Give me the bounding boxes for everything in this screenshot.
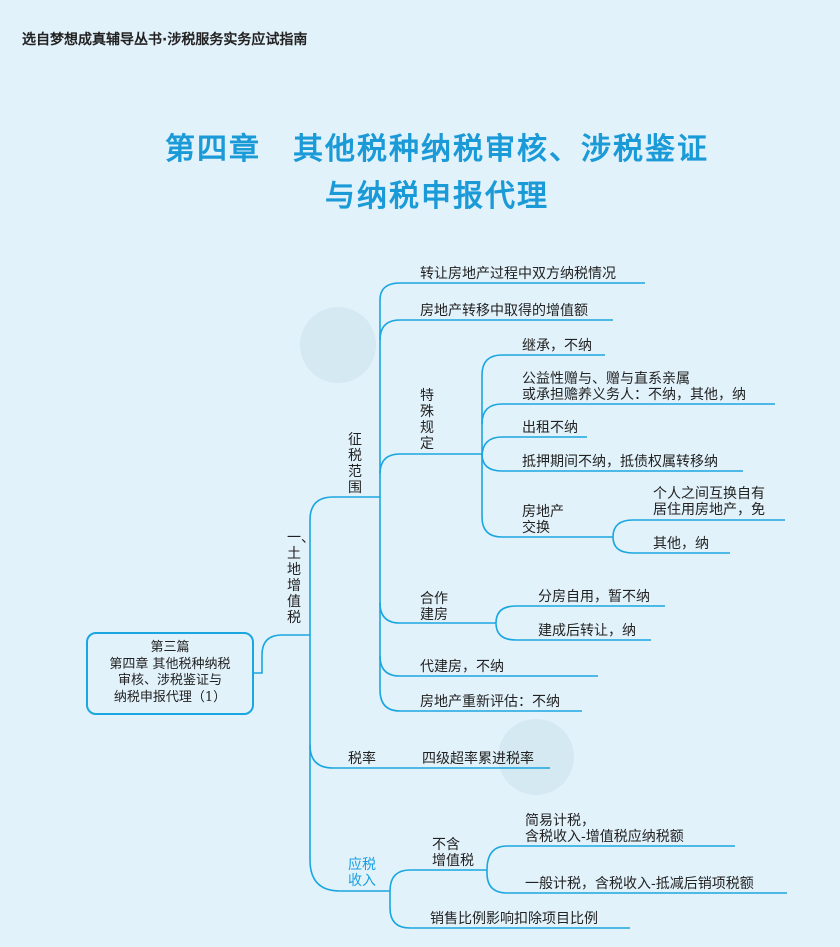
leaf: 销售比例影响扣除项目比例 (430, 911, 598, 927)
leaf: 房地产重新评估：不纳 (420, 694, 560, 710)
leaf: 含税收入-增值税应纳税额 (525, 829, 684, 845)
root-line: 第四章 其他税种纳税 (109, 656, 231, 672)
leaf: 转让房地产过程中双方纳税情况 (420, 266, 616, 282)
node-exchange: 房地产 (522, 504, 564, 520)
watermark-logo-icon (300, 307, 376, 383)
chapter-title-line1: 第四章 其他税种纳税审核、涉税鉴证 (165, 132, 709, 167)
leaf: 抵押期间不纳，抵债权属转移纳 (522, 454, 718, 470)
node-income: 应税 (348, 857, 376, 873)
leaf: 继承，不纳 (522, 338, 592, 354)
node-rate: 税率 (348, 751, 376, 767)
root-node: 第三篇 第四章 其他税种纳税 审核、涉税鉴证与 纳税申报代理（1） (86, 632, 254, 715)
node-coop: 建房 (420, 607, 448, 623)
book-header: 选自梦想成真辅导丛书·涉税服务实务应试指南 (22, 32, 308, 48)
node-income: 收入 (348, 873, 376, 889)
root-line: 纳税申报代理（1） (113, 689, 227, 705)
chapter-title-line2: 与纳税申报代理 (325, 179, 549, 214)
node-exchange: 交换 (522, 520, 550, 536)
leaf: 其他，纳 (653, 536, 709, 552)
leaf: 建成后转让，纳 (538, 623, 636, 639)
leaf: 居住用房地产，免 (653, 502, 765, 518)
leaf: 代建房，不纳 (420, 659, 504, 675)
root-line: 第三篇 (150, 640, 190, 655)
leaf: 出租不纳 (522, 420, 578, 436)
leaf: 分房自用，暂不纳 (538, 589, 650, 605)
leaf: 房地产转移中取得的增值额 (420, 303, 588, 319)
root-line: 审核、涉税鉴证与 (117, 673, 222, 688)
leaf: 公益性赠与、赠与直系亲属 (522, 371, 690, 387)
node-special: 特殊规定 (420, 388, 434, 452)
leaf: 简易计税， (525, 813, 595, 829)
leaf: 个人之间互换自有 (653, 486, 765, 502)
node-novat: 不含 (432, 837, 460, 853)
node-scope: 征税范围 (348, 432, 362, 496)
node-novat: 增值税 (432, 853, 474, 869)
leaf: 或承担赡养义务人：不纳，其他，纳 (522, 387, 746, 403)
leaf: 一般计税，含税收入-抵减后销项税额 (525, 876, 754, 892)
watermark-logo-icon (498, 719, 574, 795)
branch-land-vat: 一、土地增值税 (287, 530, 315, 626)
leaf: 四级超率累进税率 (422, 751, 534, 767)
node-coop: 合作 (420, 591, 448, 607)
